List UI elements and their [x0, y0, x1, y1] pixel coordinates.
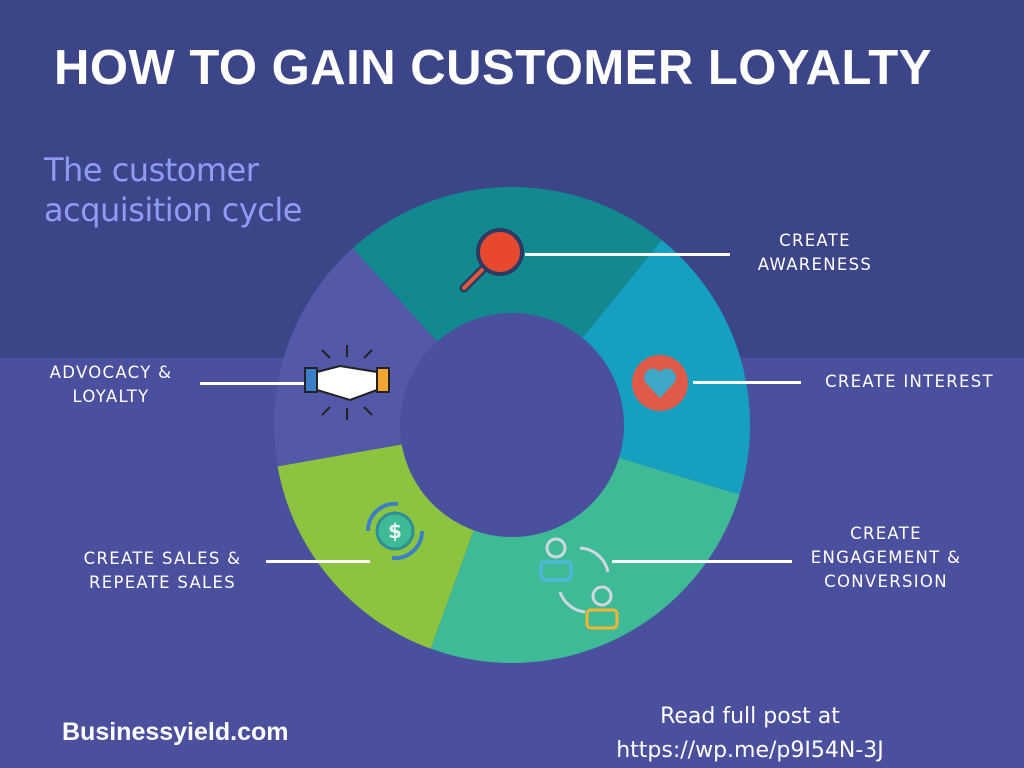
label-advocacy: ADVOCACY & LOYALTY: [36, 361, 186, 409]
subtitle-line: The customer: [44, 151, 259, 189]
footer-link[interactable]: Read full post at https://wp.me/p9I54N-3…: [600, 700, 900, 768]
label-line: LOYALTY: [72, 387, 150, 406]
subtitle: The customer acquisition cycle: [44, 150, 302, 230]
label-awareness: CREATE AWARENESS: [740, 229, 890, 277]
dollar-cycle-icon: $: [365, 501, 425, 561]
connector-line: [693, 381, 801, 384]
label-line: AWARENESS: [757, 255, 873, 274]
handshake-icon: [304, 345, 390, 420]
connector-line: [266, 560, 370, 563]
footer-url[interactable]: https://wp.me/p9I54N-3J: [616, 738, 884, 763]
connector-line: [525, 253, 730, 256]
label-line: CREATE: [779, 231, 851, 250]
label-line: CREATE: [850, 524, 922, 543]
donut-hole: [400, 313, 624, 537]
label-sales: CREATE SALES & REPEATE SALES: [70, 547, 255, 595]
label-line: CONVERSION: [824, 572, 948, 591]
footer-text: Read full post at: [660, 704, 840, 729]
label-line: ENGAGEMENT &: [810, 548, 962, 567]
connector-line: [200, 382, 304, 385]
people-icon: [539, 537, 619, 630]
magnifier-icon: [459, 228, 524, 293]
label-line: CREATE SALES &: [83, 549, 242, 568]
label-line: CREATE INTEREST: [825, 372, 994, 391]
subtitle-line: acquisition cycle: [44, 191, 302, 229]
svg-text:$: $: [388, 519, 402, 543]
label-interest: CREATE INTEREST: [812, 370, 1007, 394]
heart-icon: [632, 355, 688, 411]
segment-awareness: [352, 187, 662, 425]
label-line: ADVOCACY &: [49, 363, 173, 382]
businessyield-logo: Businessyield.com: [62, 718, 289, 746]
label-line: REPEATE SALES: [88, 573, 237, 592]
label-engagement: CREATE ENGAGEMENT & CONVERSION: [796, 522, 976, 594]
page-title: HOW TO GAIN CUSTOMER LOYALTY: [54, 41, 932, 95]
connector-line: [612, 560, 792, 563]
